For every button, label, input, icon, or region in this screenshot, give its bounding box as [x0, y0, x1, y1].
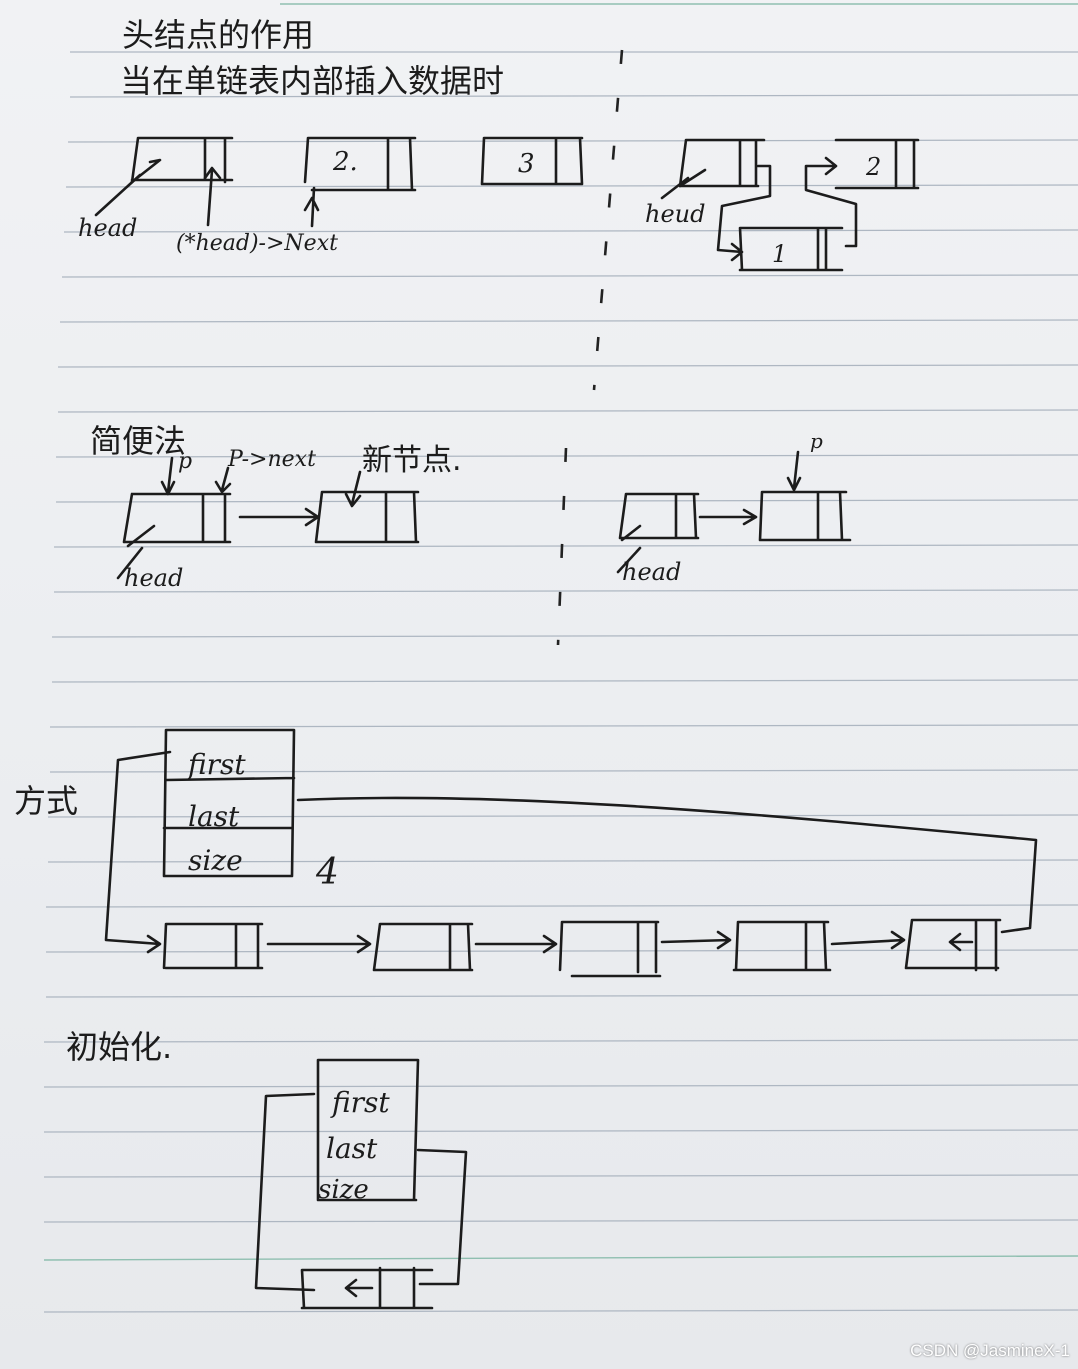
p-label-right: p — [810, 429, 823, 453]
init-last-pointer — [416, 1148, 468, 1286]
struct-field-size: size — [188, 844, 243, 877]
section2-title: 简便法 — [90, 422, 186, 460]
new-node-pointer-arrow — [344, 470, 362, 508]
p-pointer-arrow — [160, 456, 176, 496]
list-struct-box: first last size — [162, 728, 296, 878]
last-pointer-line — [296, 796, 1038, 934]
section3-title: 方式 — [14, 782, 78, 820]
head-to-newnode-arrow — [238, 507, 320, 527]
simple-new-node — [314, 490, 420, 544]
init-head-node — [300, 1266, 434, 1310]
simple-head-label: head — [124, 564, 183, 592]
simple-right-diagram — [618, 450, 852, 542]
node-3: 3 — [480, 136, 584, 186]
init-field-last: last — [326, 1132, 378, 1165]
head-label: head — [78, 214, 137, 242]
simple-head-pointer-right — [616, 546, 642, 574]
section1-subtitle: 当在单链表内部插入数据时 — [120, 62, 504, 100]
struct-field-first: first — [186, 748, 246, 781]
section-simple-method: 简便法 p P->next 新节点. head p head — [90, 422, 852, 592]
insert-diagram: 2 1 — [678, 138, 920, 272]
section-init: 初始化. first last size — [66, 1028, 468, 1310]
p-label: p — [178, 449, 192, 474]
csdn-watermark: CSDN @JasmineX-1 — [910, 1341, 1070, 1360]
init-field-size: size — [318, 1175, 369, 1205]
section4-title: 初始化. — [66, 1028, 172, 1066]
head-node — [130, 136, 234, 184]
next-pointer-arrow — [203, 166, 222, 227]
struct-field-last: last — [188, 800, 240, 833]
pnext-pointer-arrow — [214, 466, 232, 494]
new-node-label: 新节点. — [362, 443, 462, 478]
init-field-first: first — [330, 1086, 390, 1119]
divider-top — [592, 49, 624, 391]
size-value: 4 — [315, 852, 339, 893]
insert-node-2-value: 2 — [865, 153, 881, 181]
head-label-right: heud — [645, 200, 705, 228]
init-struct-box: first last size — [316, 1058, 420, 1205]
head-pointer-arrow-right — [660, 176, 690, 200]
next-label: (*head)->Next — [176, 231, 338, 256]
ruled-lines — [43, 3, 1078, 1313]
head-pointer-arrow — [94, 173, 142, 217]
section-list-struct: 方式 first last size 4 — [14, 728, 1038, 978]
simple-head-pointer — [116, 546, 144, 580]
node-2: 2. — [303, 136, 417, 228]
list-nodes — [162, 918, 1002, 978]
insert-node-1-value: 1 — [772, 240, 787, 268]
pnext-label: P->next — [227, 447, 316, 472]
section-head-node: 头结点的作用 当在单链表内部插入数据时 head (*head)->Next 2… — [78, 16, 920, 272]
section1-title: 头结点的作用 — [122, 16, 314, 54]
simple-head-label-right: head — [622, 558, 681, 586]
divider-middle — [556, 447, 568, 646]
first-pointer-line — [104, 750, 172, 954]
node-3-value: 3 — [518, 149, 535, 179]
init-first-pointer — [254, 1092, 316, 1292]
node-2-value: 2. — [332, 147, 358, 177]
simple-head-node — [122, 492, 232, 548]
